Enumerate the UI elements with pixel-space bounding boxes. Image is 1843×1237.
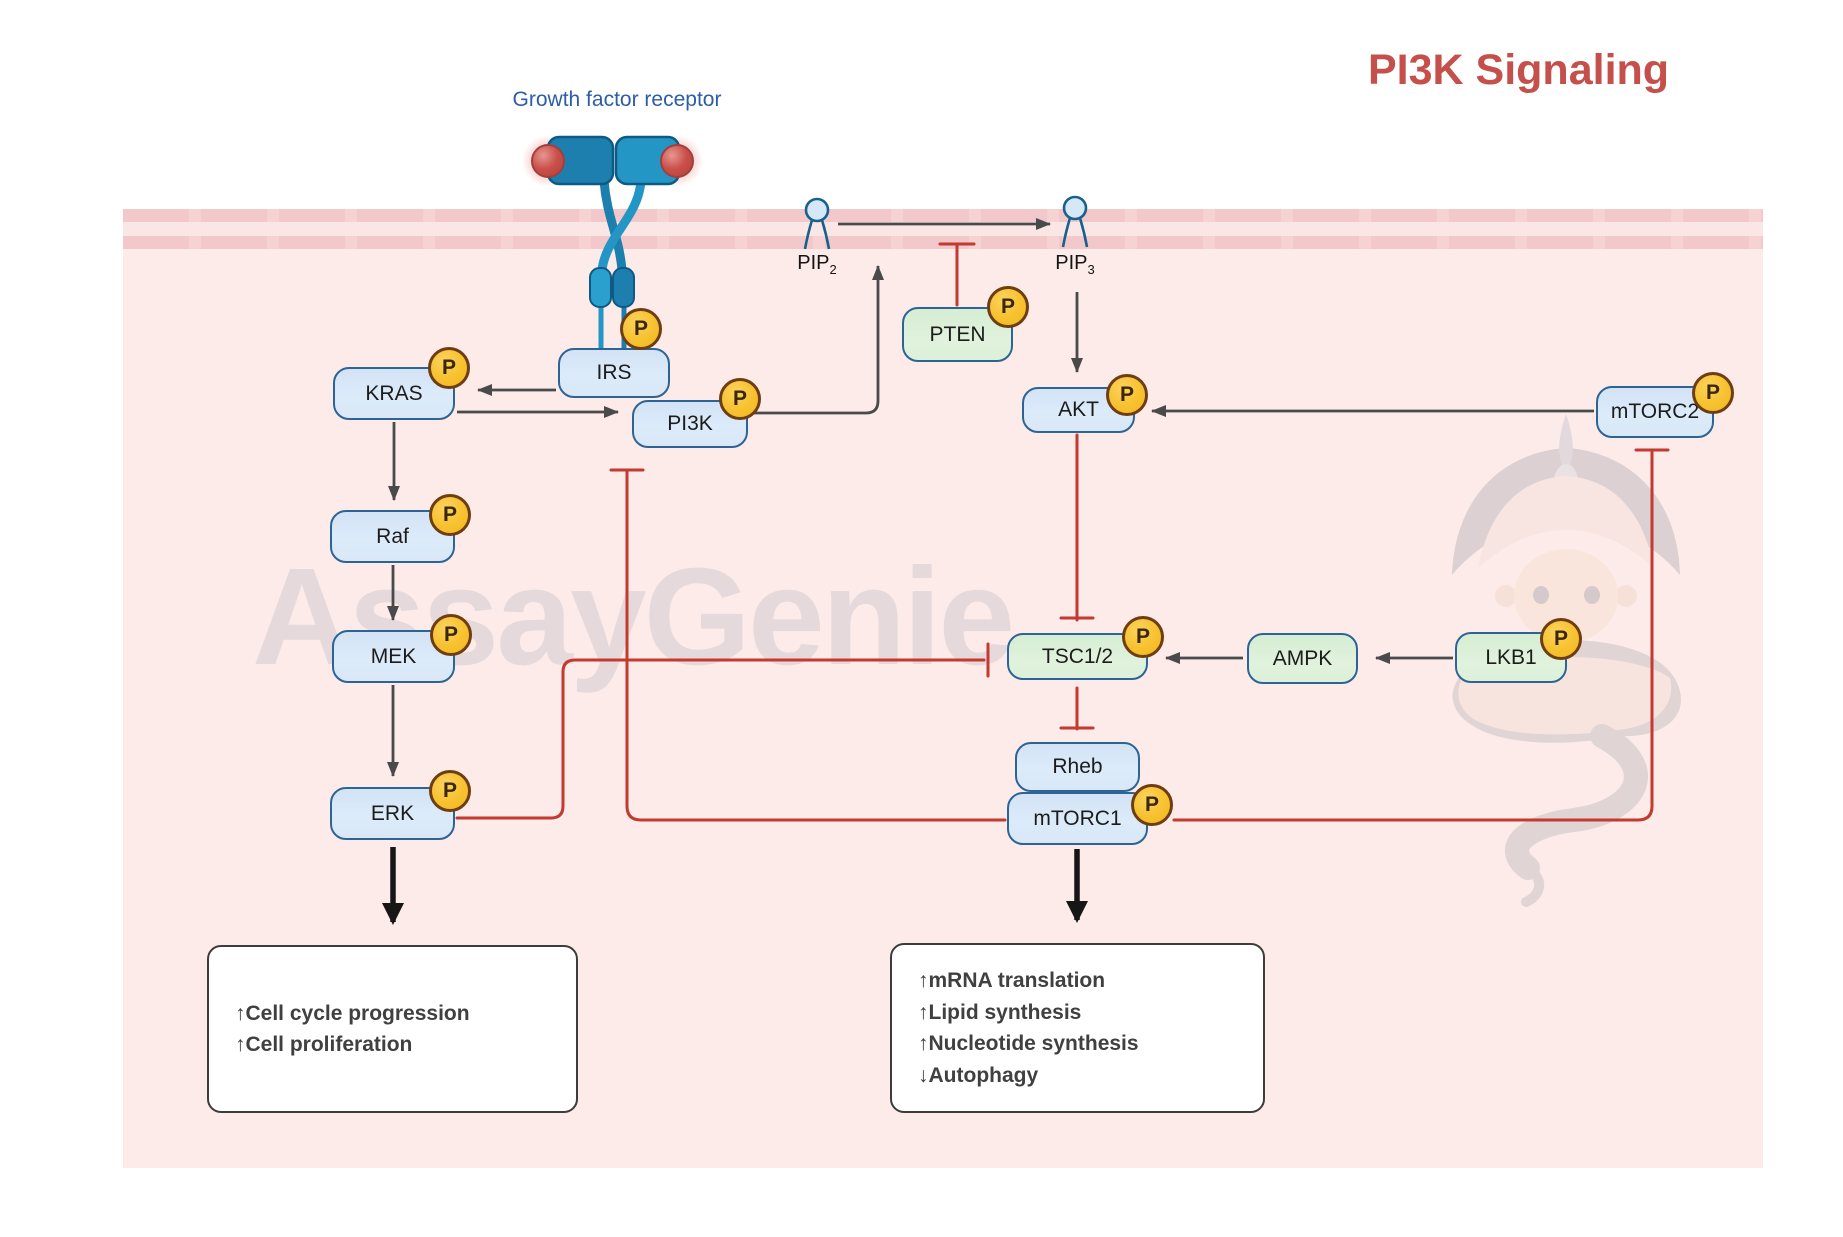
node-akt: AKT P bbox=[1022, 374, 1148, 433]
node-raf: Raf P bbox=[330, 494, 471, 563]
node-ampk: AMPK bbox=[1247, 633, 1358, 684]
membrane-outer-leaflet bbox=[123, 209, 1763, 222]
ligand-right-icon bbox=[660, 144, 694, 178]
node-mtorc2: mTORC2 P bbox=[1596, 372, 1734, 438]
genie-watermark-icon bbox=[1452, 414, 1681, 907]
pip3-label: PIP3 bbox=[1055, 252, 1095, 277]
output-box-proliferation: ↑Cell cycle progression ↑Cell proliferat… bbox=[207, 945, 578, 1113]
output-line: ↑Lipid synthesis bbox=[918, 1000, 1082, 1024]
phospho-badge: P bbox=[1540, 618, 1582, 660]
node-mek: MEK P bbox=[332, 614, 472, 683]
inhibit-tsc12-to-rheb bbox=[1059, 686, 1095, 731]
node-tsc12: TSC1/2 P bbox=[1007, 616, 1164, 680]
phospho-badge: P bbox=[1692, 372, 1734, 414]
output-line: ↑Cell cycle progression bbox=[235, 1001, 470, 1025]
growth-factor-receptor-label: Growth factor receptor bbox=[512, 88, 722, 111]
output-line: ↑mRNA translation bbox=[918, 969, 1106, 992]
phospho-badge: P bbox=[1122, 616, 1164, 658]
inhibit-mtorc1-to-mtorc2 bbox=[1172, 448, 1670, 822]
phospho-badge: P bbox=[620, 308, 662, 350]
inhibit-mtorc1-to-pi3k bbox=[609, 468, 1007, 822]
growth-factor-receptor-icon bbox=[522, 135, 703, 352]
output-line: ↓Autophagy bbox=[918, 1063, 1039, 1087]
output-line: ↑Cell proliferation bbox=[235, 1033, 413, 1056]
node-irs: IRS P bbox=[558, 308, 670, 398]
node-mtorc1: mTORC1 P bbox=[1007, 784, 1173, 845]
pip3-lipid-icon bbox=[1061, 195, 1089, 248]
node-erk: ERK P bbox=[330, 770, 471, 840]
phospho-badge: P bbox=[987, 286, 1029, 328]
phospho-badge: P bbox=[1106, 374, 1148, 416]
inhibit-erk-to-tsc12 bbox=[455, 642, 990, 820]
node-pten: PTEN P bbox=[902, 286, 1029, 362]
phospho-badge: P bbox=[1131, 784, 1173, 826]
pip2-label: PIP2 bbox=[797, 252, 837, 277]
page-title: PI3K Signaling bbox=[1368, 46, 1670, 94]
arrow-pi3k-to-membrane bbox=[750, 265, 884, 415]
inhibit-pten-to-pip-conversion bbox=[938, 242, 976, 307]
phospho-badge: P bbox=[719, 378, 761, 420]
membrane-gap bbox=[123, 222, 1763, 236]
ligand-left-icon bbox=[531, 144, 565, 178]
node-rheb: Rheb bbox=[1015, 742, 1140, 792]
phospho-badge: P bbox=[429, 494, 471, 536]
phospho-badge: P bbox=[429, 770, 471, 812]
output-line: ↑Nucleotide synthesis bbox=[918, 1032, 1139, 1055]
pip2-lipid-icon bbox=[803, 197, 831, 250]
node-lkb1: LKB1 P bbox=[1455, 618, 1582, 683]
inhibit-akt-to-tsc12 bbox=[1059, 433, 1095, 622]
phospho-badge: P bbox=[430, 614, 472, 656]
node-pi3k: PI3K P bbox=[632, 378, 761, 448]
phospho-badge: P bbox=[428, 347, 470, 389]
node-kras: KRAS P bbox=[333, 347, 470, 420]
output-box-growth: ↑mRNA translation ↑Lipid synthesis ↑Nucl… bbox=[890, 943, 1265, 1113]
